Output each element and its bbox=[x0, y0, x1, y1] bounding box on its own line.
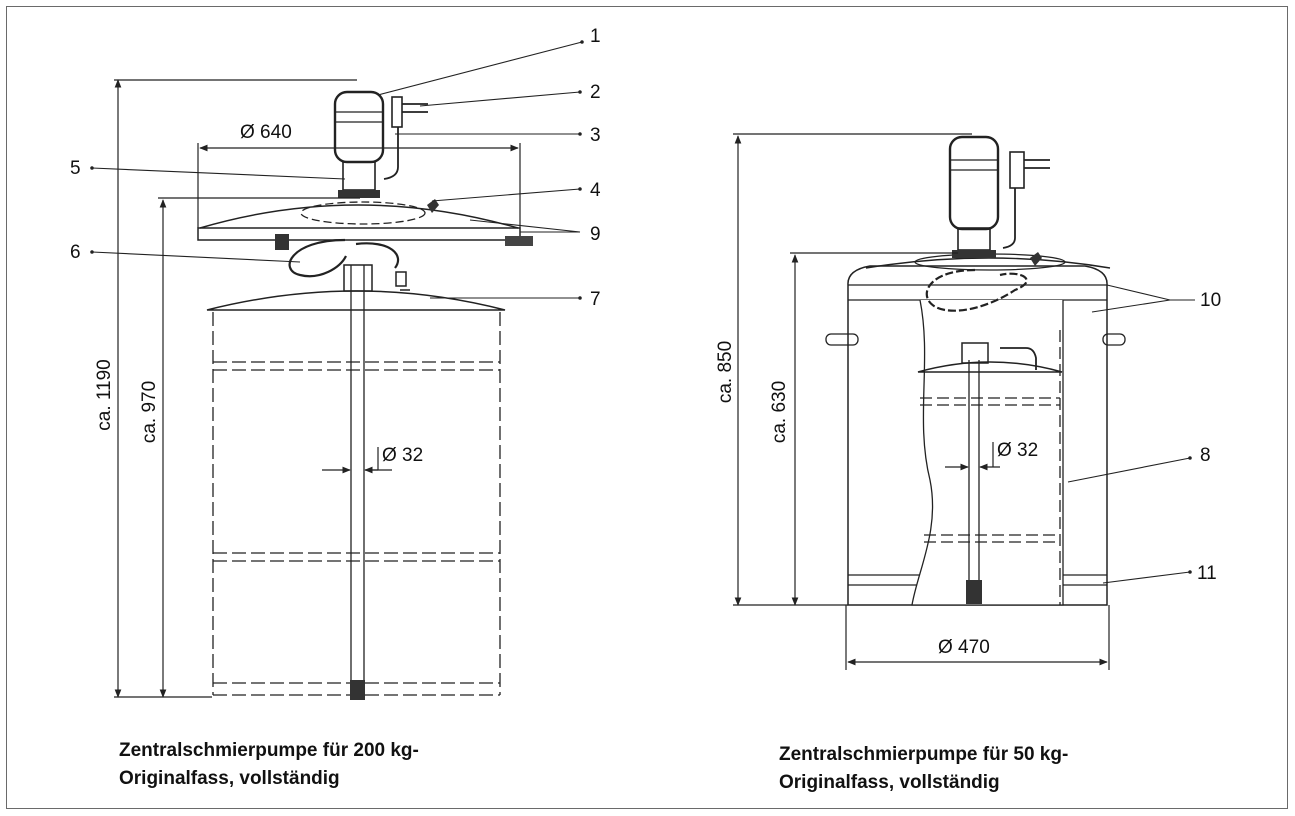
right-width-dim: Ø 470 bbox=[938, 637, 990, 658]
left-barrel-height-dim: ca. 970 bbox=[139, 381, 160, 443]
callout-8: 8 bbox=[1200, 445, 1211, 466]
left-follower-plate bbox=[206, 290, 506, 311]
right-callout-leaders bbox=[1067, 284, 1195, 584]
right-caption-line2: Originalfass, vollständig bbox=[779, 772, 1000, 793]
right-dimensions bbox=[733, 133, 1110, 670]
callout-2: 2 bbox=[590, 82, 601, 103]
right-total-height-dim: ca. 850 bbox=[715, 341, 736, 403]
right-suction-tube bbox=[961, 342, 989, 604]
left-suction-tube bbox=[350, 265, 365, 700]
callout-9: 9 bbox=[590, 224, 601, 245]
right-cutaway bbox=[911, 299, 1064, 606]
callout-4: 4 bbox=[590, 180, 601, 201]
left-pump-motor bbox=[333, 90, 439, 213]
left-caption-line2: Originalfass, vollständig bbox=[119, 768, 340, 789]
left-lid bbox=[197, 201, 533, 250]
callout-7: 7 bbox=[590, 289, 601, 310]
left-caption-line1: Zentralschmierpumpe für 200 kg- bbox=[119, 740, 419, 761]
callout-10: 10 bbox=[1200, 290, 1221, 311]
drawing-frame bbox=[6, 6, 1288, 809]
left-dimensions bbox=[114, 79, 521, 698]
right-inner-barrel bbox=[920, 330, 1061, 605]
left-width-dim: Ø 640 bbox=[240, 122, 292, 143]
callout-3: 3 bbox=[590, 125, 601, 146]
left-caption: Zentralschmierpumpe für 200 kg- Original… bbox=[119, 737, 419, 793]
callout-6: 6 bbox=[70, 242, 81, 263]
left-pump-drawing bbox=[197, 90, 533, 700]
right-caption: Zentralschmierpumpe für 50 kg- Originalf… bbox=[779, 741, 1068, 797]
left-callout-leaders bbox=[90, 40, 584, 300]
right-barrel-height-dim: ca. 630 bbox=[769, 381, 790, 443]
right-tube-dim: Ø 32 bbox=[997, 440, 1038, 461]
left-hose bbox=[288, 238, 400, 278]
callout-1: 1 bbox=[590, 26, 601, 47]
right-caption-line1: Zentralschmierpumpe für 50 kg- bbox=[779, 744, 1069, 765]
left-barrel bbox=[212, 312, 501, 696]
callout-5: 5 bbox=[70, 158, 81, 179]
left-total-height-dim: ca. 1190 bbox=[94, 359, 115, 430]
right-pump-drawing bbox=[825, 135, 1126, 606]
left-tube-coupling bbox=[343, 264, 373, 292]
left-tube-dim: Ø 32 bbox=[382, 445, 423, 466]
callout-11: 11 bbox=[1197, 563, 1217, 584]
right-pump-motor bbox=[948, 135, 1050, 266]
right-hose bbox=[925, 268, 1028, 312]
